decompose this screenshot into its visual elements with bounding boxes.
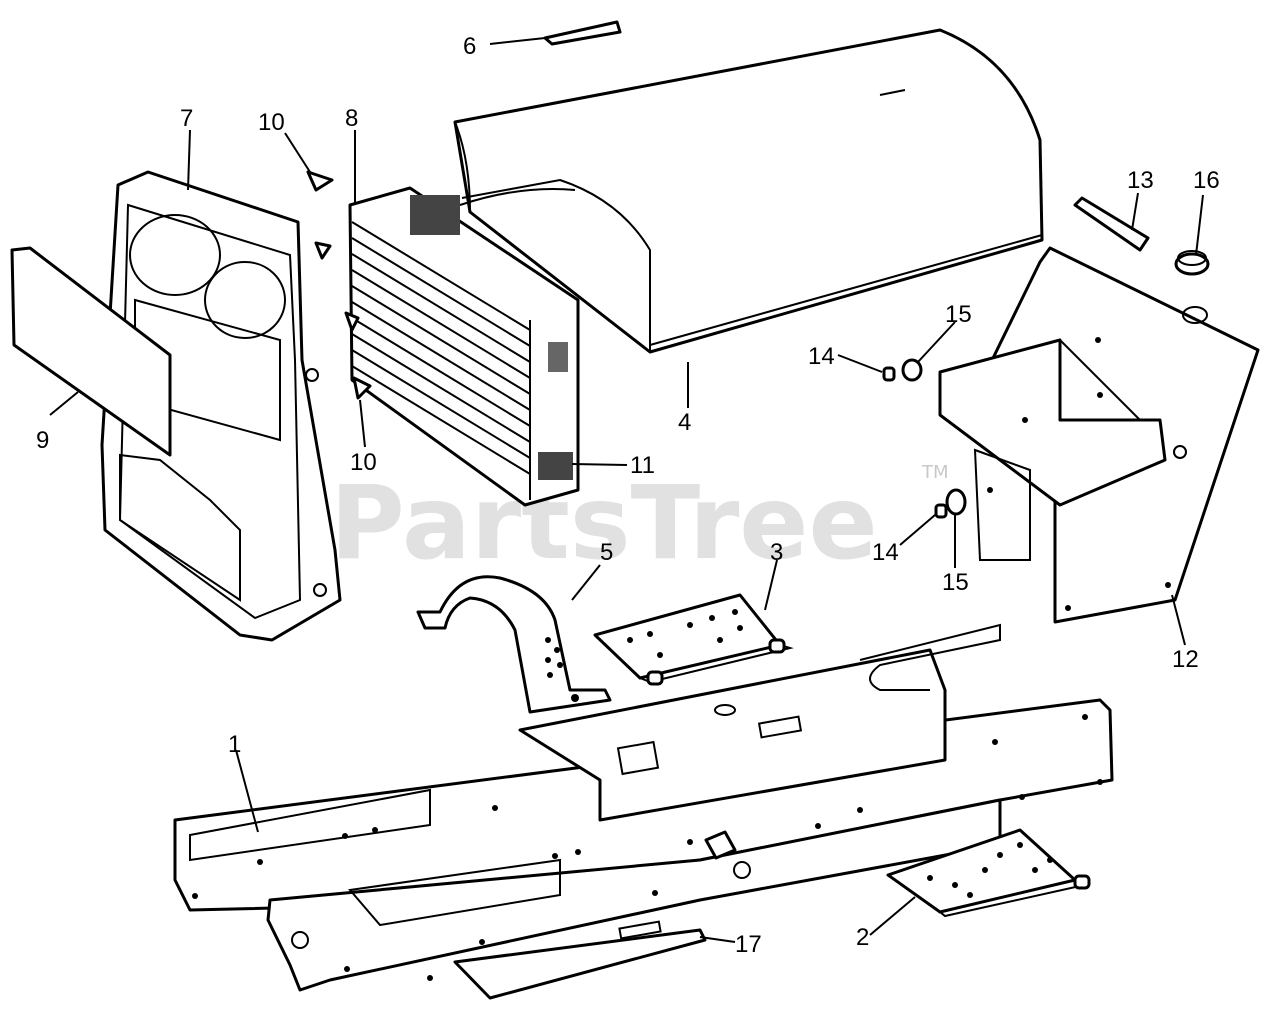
- callout-6: 6: [463, 33, 476, 60]
- part-hood[interactable]: [453, 28, 1044, 354]
- callout-11: 11: [630, 452, 655, 479]
- callout-15-top: 15: [945, 301, 972, 328]
- watermark-text: PartsTree: [330, 464, 878, 583]
- callout-15-bottom: 15: [942, 569, 969, 596]
- callout-17: 17: [735, 931, 762, 958]
- callout-9: 9: [36, 427, 49, 454]
- watermark-trademark: TM: [921, 462, 949, 483]
- callout-16: 16: [1193, 167, 1220, 194]
- callout-2: 2: [856, 924, 869, 951]
- part-rod[interactable]: [1073, 196, 1150, 252]
- part-support-bracket[interactable]: [416, 575, 612, 714]
- part-clips[interactable]: [306, 170, 372, 400]
- callout-12: 12: [1172, 646, 1199, 673]
- callout-13: 13: [1127, 167, 1154, 194]
- leader-lines: [49, 37, 1204, 943]
- callout-8: 8: [345, 105, 358, 132]
- callout-5: 5: [600, 539, 613, 566]
- part-grille[interactable]: [348, 186, 580, 507]
- part-footrest-right[interactable]: [593, 593, 794, 686]
- callout-4: 4: [678, 409, 691, 436]
- part-front-plate[interactable]: [10, 246, 172, 457]
- part-hood-emblem[interactable]: [543, 20, 622, 46]
- callout-3: 3: [770, 539, 783, 566]
- callout-10-top: 10: [258, 109, 285, 136]
- part-grommet[interactable]: [1174, 250, 1210, 276]
- callout-10-bottom: 10: [350, 449, 377, 476]
- callout-14-bottom: 14: [872, 539, 899, 566]
- callout-1: 1: [228, 731, 241, 758]
- part-main-frame[interactable]: [173, 623, 1114, 1000]
- callout-labels: 6 7 10 8 9 10 11 4 13 16 14 15 14 15 12 …: [36, 33, 1220, 958]
- part-footrest-left[interactable]: [886, 828, 1091, 918]
- callout-7: 7: [180, 105, 193, 132]
- part-dash-bracket[interactable]: [938, 246, 1260, 624]
- callout-14-top: 14: [808, 343, 835, 370]
- part-bolts-spacers[interactable]: [882, 358, 967, 519]
